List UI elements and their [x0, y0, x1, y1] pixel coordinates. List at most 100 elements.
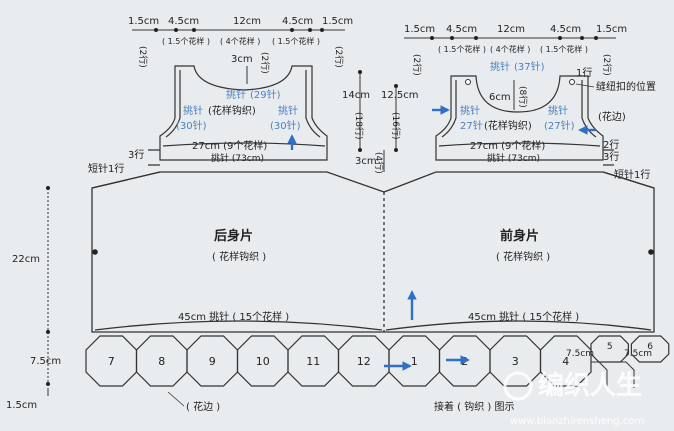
back-dim-2: 4.5cm — [168, 16, 199, 27]
front-inc-center-sts: (37针) — [514, 60, 545, 73]
front-inc-right: 挑针 — [548, 104, 568, 117]
hem-motif-8 — [135, 335, 188, 387]
hem-motif-label-6: 6 — [647, 342, 653, 352]
body-height-dot-top — [46, 186, 50, 190]
hem-motif-3 — [489, 335, 542, 387]
hem-motif-label-7: 7 — [108, 355, 115, 368]
body-outline — [91, 171, 655, 333]
front-height-dim: 12.5cm — [381, 90, 419, 101]
front-edge-note: (花边) — [598, 110, 626, 123]
hem-motif-10 — [236, 335, 289, 387]
hem-motif-label-9: 9 — [209, 355, 216, 368]
back-top-outline — [159, 65, 328, 161]
motif-5-width: 7.5cm — [566, 349, 594, 359]
hem-motif-label-10: 10 — [256, 355, 270, 368]
back-inc-right-sts: (30针) — [270, 119, 301, 132]
middle-dim-dots — [358, 70, 398, 152]
front-rows-right: (2行) — [601, 54, 613, 76]
back-inc-left: 挑针 — [183, 104, 203, 117]
back-rows-right: (2行) — [333, 46, 345, 68]
front-inc-right-sts: (27针) — [544, 119, 575, 132]
armhole-rows: (18行) — [353, 112, 365, 139]
back-inc-left-sts: (30针) — [176, 119, 207, 132]
back-dim-5: 1.5cm — [322, 16, 353, 27]
front-dim-4: 4.5cm — [550, 24, 581, 35]
back-inc-right: 挑针 — [278, 104, 298, 117]
back-pattern-right: ( 1.5个花样 ) — [272, 36, 320, 46]
hem-height-dot — [46, 382, 50, 386]
middle-dim-lines — [359, 72, 397, 172]
hem-edge-leader — [167, 391, 185, 407]
back-dim-3: 12cm — [233, 16, 261, 27]
button-hole-right — [569, 79, 575, 85]
back-inc-center: 挑针 — [226, 88, 246, 101]
hem-motif-label-2: 2 — [461, 355, 468, 368]
front-inc-left: 挑针 — [460, 104, 480, 117]
button-position-note: 缝纽扣的位置 — [596, 80, 656, 93]
motif-6-width: 7.5cm — [624, 349, 652, 359]
hem-motif-label-11: 11 — [306, 355, 320, 368]
shoulder-dim: 3cm — [355, 156, 377, 167]
back-inc-center-sts: (29针) — [250, 88, 281, 101]
back-rows-left: (2行) — [137, 46, 149, 68]
front-dim-3: 12cm — [497, 24, 525, 35]
hem-motif-9 — [186, 335, 239, 387]
front-pickup-label: 45cm 挑针 ( 15个花样 ) — [468, 310, 579, 323]
hem-join-note: 接着 ( 钩织 ) 图示 — [434, 400, 515, 413]
hem-edge-note: ( 花边 ) — [186, 400, 220, 413]
front-height-rows: (16行) — [390, 112, 402, 139]
hem-motif-label-8: 8 — [158, 355, 165, 368]
front-pattern-body: (花样钩织) — [484, 119, 532, 132]
back-panel-subtitle: ( 花样钩织 ) — [212, 250, 266, 263]
front-dim-2: 4.5cm — [446, 24, 477, 35]
hem-gap-label: 1.5cm — [6, 400, 37, 411]
back-rows1: 短针1行 — [88, 162, 124, 175]
back-top-width-curve — [162, 142, 326, 147]
body-height-label: 22cm — [12, 254, 40, 265]
watermark: 编织人生 www.bianzhirensheng.com — [503, 370, 644, 427]
back-top-dim-dots — [154, 28, 324, 32]
hem-motif-4 — [539, 335, 592, 387]
watermark-swirl-icon — [503, 371, 533, 401]
front-panel-subtitle: ( 花样钩织 ) — [496, 250, 550, 263]
hem-small-motifs — [591, 361, 635, 388]
back-neck-rows: (2行) — [259, 52, 271, 74]
front-pattern-left: ( 1.5个花样 ) — [438, 44, 486, 54]
button-hole-left — [465, 79, 471, 85]
front-bottom-width: 27cm (9个花样) — [470, 139, 545, 152]
front-top-dim-dots — [430, 36, 598, 40]
back-pickup-label: 45cm 挑针 ( 15个花样 ) — [178, 310, 289, 323]
back-pattern-left: ( 1.5个花样 ) — [162, 36, 210, 46]
body-pickup-curves — [94, 320, 652, 331]
hem-motif-label-12: 12 — [357, 355, 371, 368]
hem-motif-label-1: 1 — [411, 355, 418, 368]
front-rows-left: (2行) — [411, 54, 423, 76]
front-bottom-sts: 挑针 (73cm) — [487, 152, 540, 164]
front-pattern-mid: ( 4个花样 ) — [490, 44, 530, 54]
hem-motif-label-5: 5 — [607, 342, 613, 352]
hem-height-label: 7.5cm — [30, 356, 61, 367]
back-dim-1: 1.5cm — [128, 16, 159, 27]
front-rows1: 短针1行 — [614, 168, 650, 181]
hem-motif-6 — [630, 335, 670, 363]
back-top-row-ticks — [148, 149, 160, 166]
front-dim-1: 1.5cm — [404, 24, 435, 35]
front-top-row-ticks — [603, 149, 614, 166]
back-bottom-width: 27cm (9个花样) — [192, 139, 267, 152]
front-rows2: 2行 — [603, 138, 619, 151]
hem-motif-12 — [337, 335, 390, 387]
watermark-logo: 编织人生 — [538, 370, 642, 401]
front-panel-title: 前身片 — [500, 228, 539, 244]
back-pattern-mid: ( 4个花样 ) — [220, 36, 260, 46]
body-right-marker — [648, 249, 654, 255]
armhole-dim: 14cm — [342, 90, 370, 101]
body-panel — [91, 171, 655, 333]
front-rows3: 3行 — [603, 150, 619, 163]
hem-motif-1 — [388, 335, 441, 387]
front-dim-5: 1.5cm — [596, 24, 627, 35]
back-bottom-sts: 挑针 (73cm) — [211, 152, 264, 164]
body-shoulder-slopes — [91, 171, 655, 189]
front-top-width-curve — [438, 142, 601, 147]
